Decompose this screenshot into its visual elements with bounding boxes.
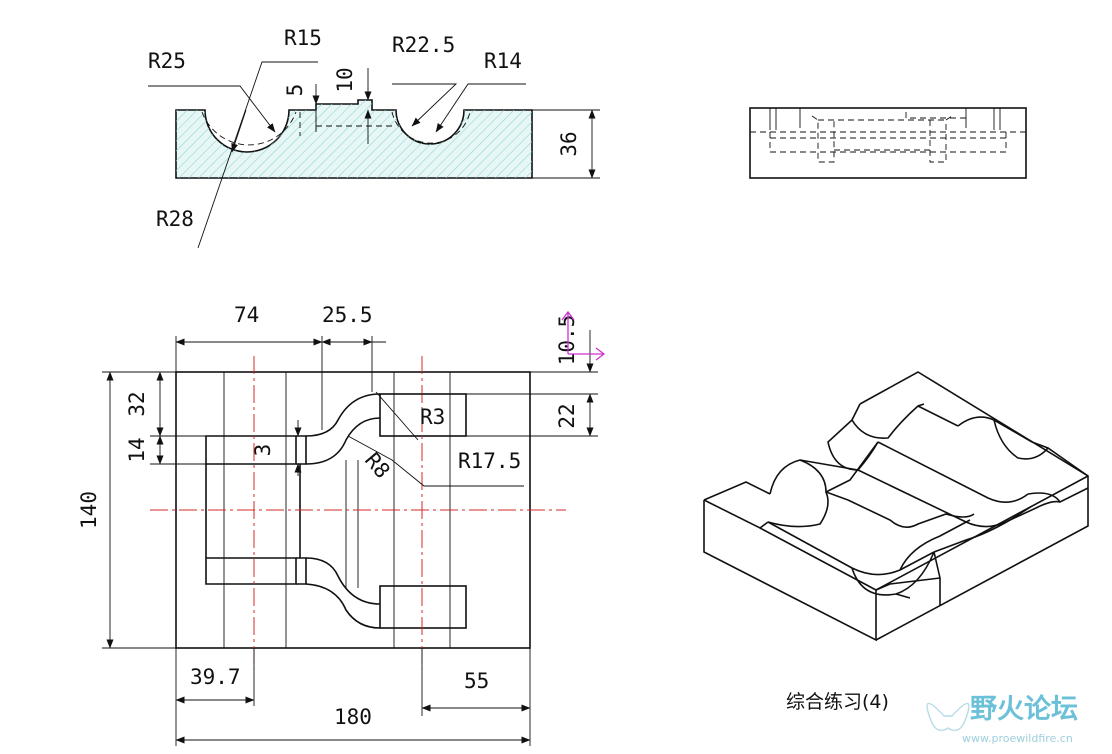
dim-r3: R3 xyxy=(420,405,445,429)
isometric-view xyxy=(703,371,1089,642)
dim-39-7: 39.7 xyxy=(190,665,241,689)
watermark-url: www.proewildfire.cn xyxy=(962,732,1073,745)
dim-r15: R15 xyxy=(284,26,322,50)
section-hidden-arc-left xyxy=(201,111,297,146)
dim-r17-5: R17.5 xyxy=(458,449,521,473)
butterfly-logo-icon xyxy=(926,702,970,732)
dim-22: 22 xyxy=(555,403,579,428)
dim-25-5: 25.5 xyxy=(322,303,373,327)
dim-14: 14 xyxy=(125,437,149,462)
watermark-name: 野火论坛 xyxy=(970,694,1078,725)
dim-r28: R28 xyxy=(156,207,194,231)
dim-5: 5 xyxy=(283,84,307,97)
dim-3: 3 xyxy=(251,444,275,457)
side-view xyxy=(749,107,1027,179)
dim-r25: R25 xyxy=(148,49,186,73)
dim-r8: R8 xyxy=(360,448,395,483)
dim-r14: R14 xyxy=(484,49,522,73)
dim-140: 140 xyxy=(77,491,101,529)
dim-10-5: 10.5 xyxy=(555,315,579,366)
dim-r22-5: R22.5 xyxy=(392,33,455,57)
plan-view: 74 25.5 10.5 22 32 14 140 R3 R8 xyxy=(77,303,606,746)
dim-10: 10 xyxy=(333,67,357,92)
dim-55: 55 xyxy=(464,669,489,693)
dim-74: 74 xyxy=(234,303,259,327)
section-view: 36 R25 R15 R28 5 10 R22.5 R14 xyxy=(148,26,600,249)
dim-36: 36 xyxy=(557,131,581,156)
section-hidden-arc-right xyxy=(391,111,471,144)
watermark: 野火论坛 www.proewildfire.cn xyxy=(926,694,1078,745)
section-hatch xyxy=(176,100,532,178)
dim-32: 32 xyxy=(125,391,149,416)
drawing-caption: 综合练习(4) xyxy=(786,691,889,713)
dim-180: 180 xyxy=(334,705,372,729)
